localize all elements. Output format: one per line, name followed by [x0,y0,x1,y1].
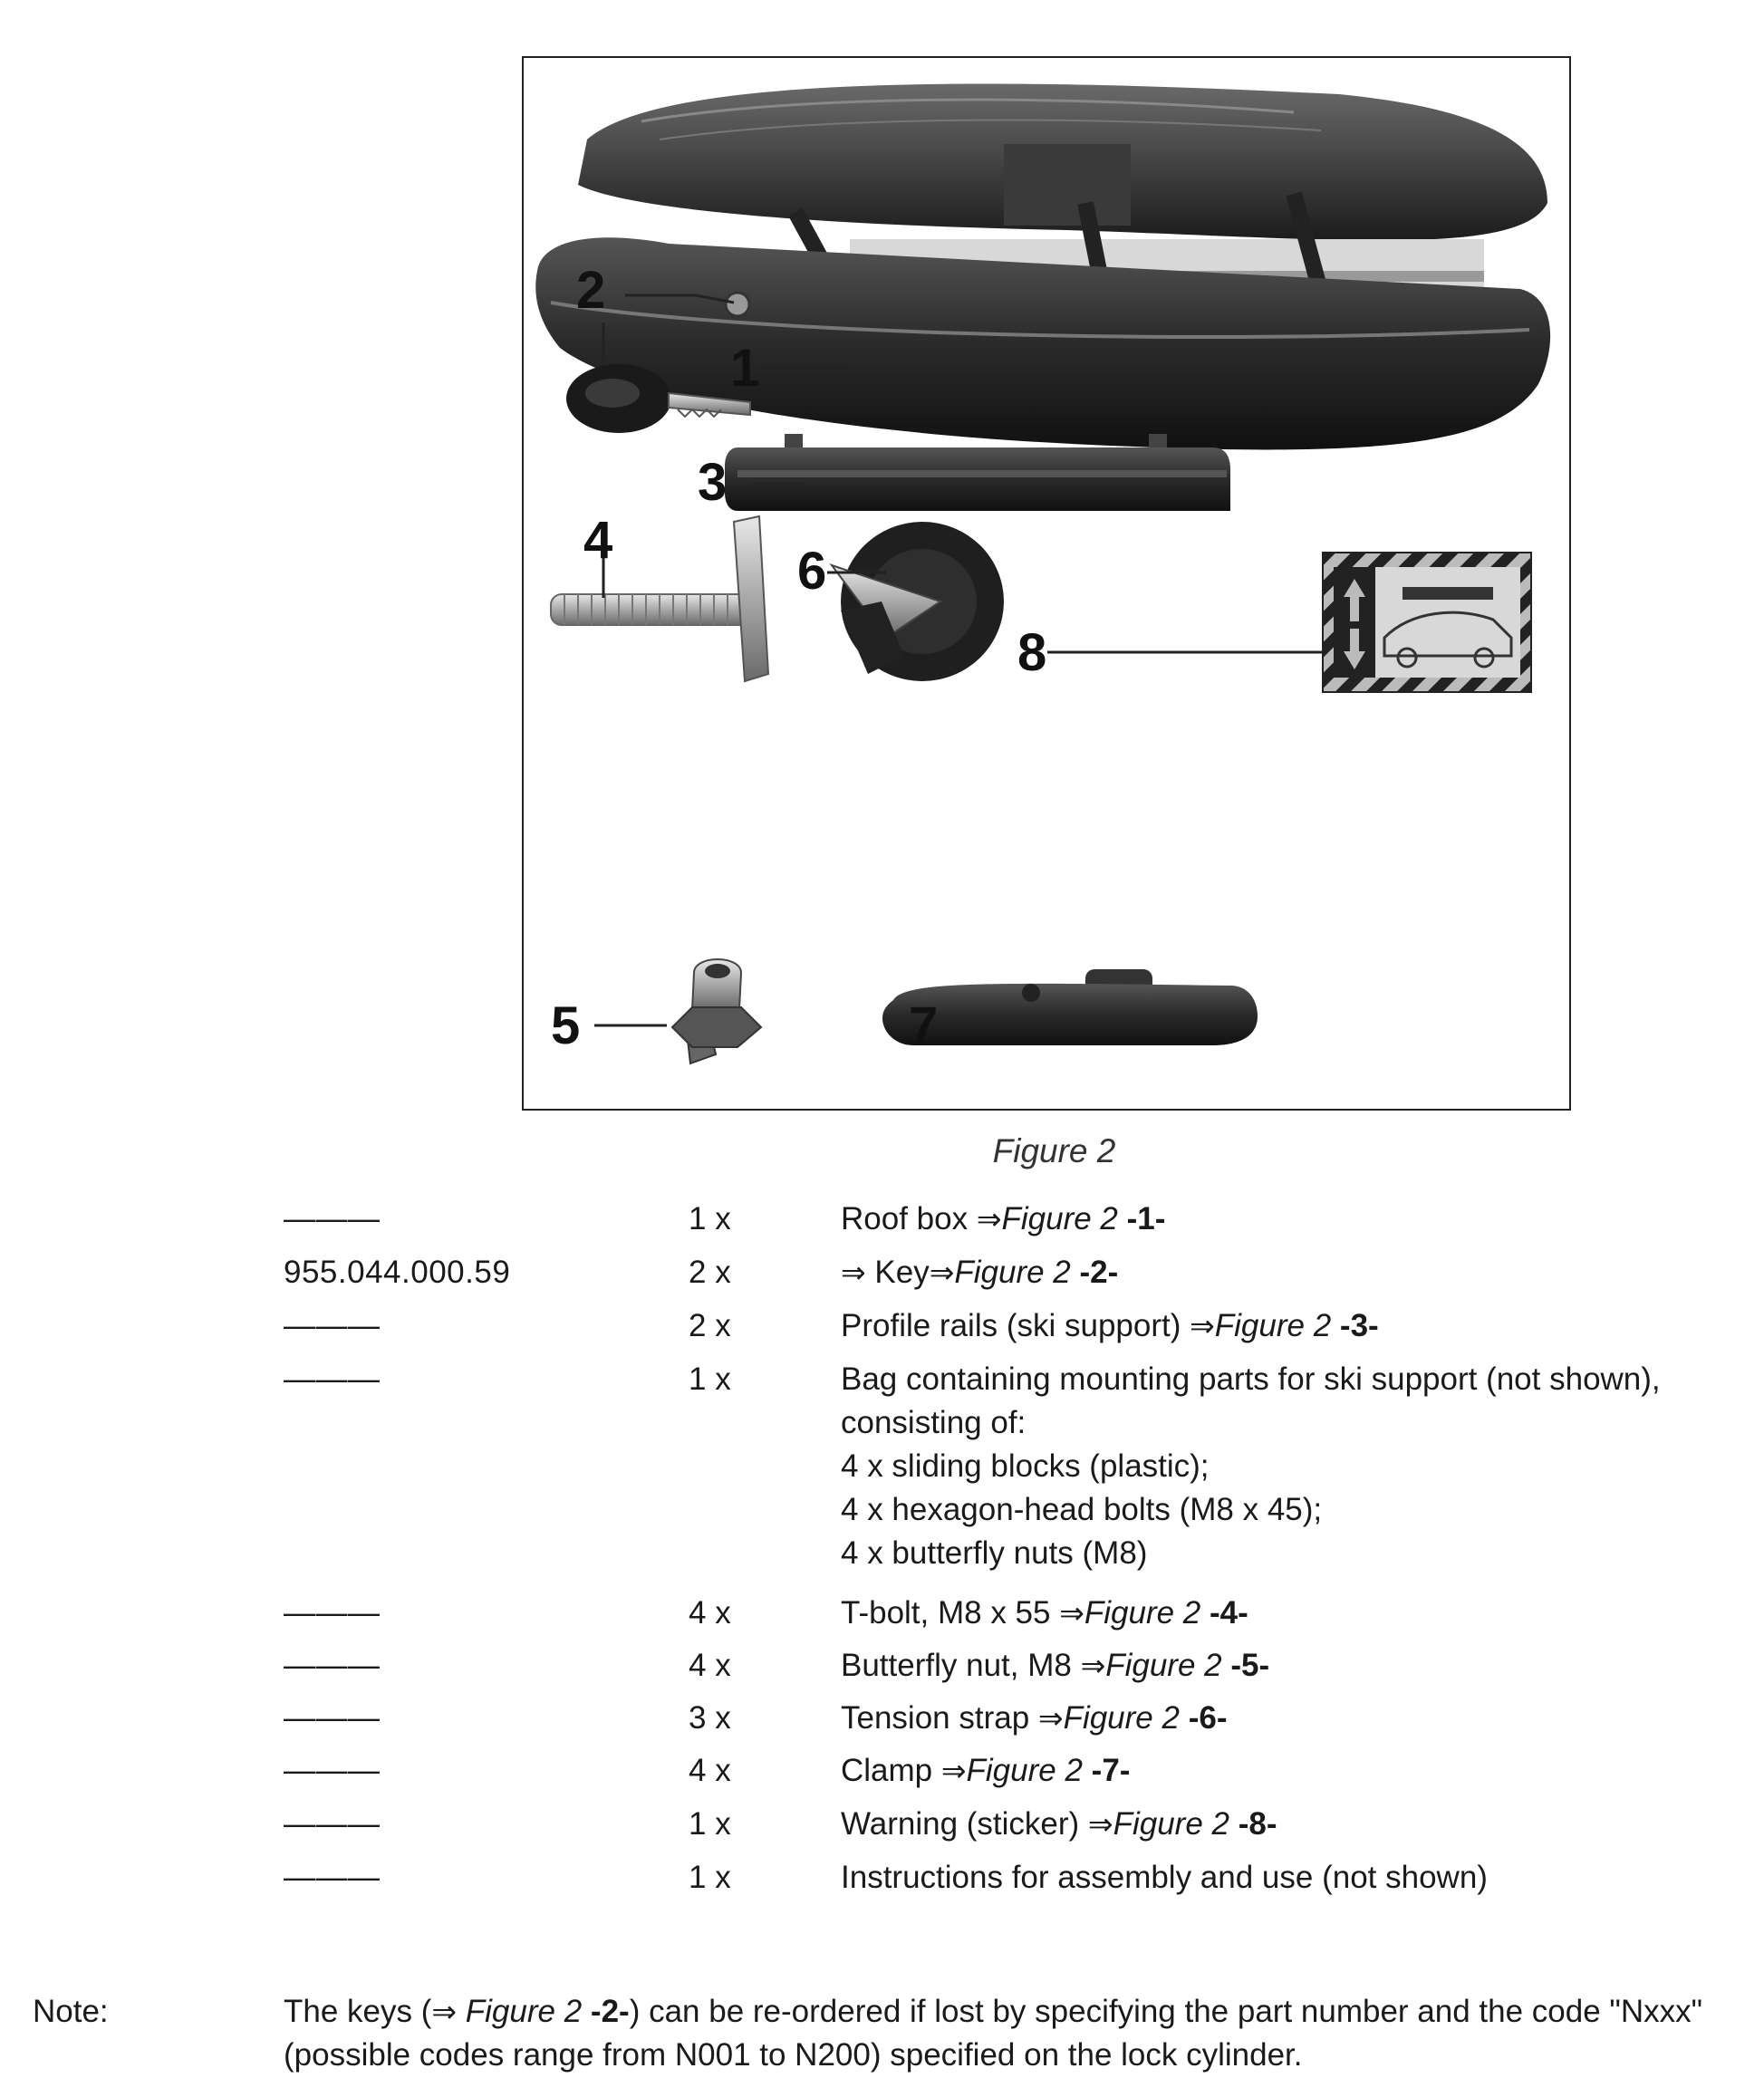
part-number: 955.044.000.59 [284,1255,511,1290]
quantity: 4 x [689,1648,731,1683]
note-text: The keys (⇒ Figure 2 -2-) can be re-orde… [284,1994,1703,2073]
figure-reference[interactable]: Figure 2 [1063,1700,1180,1736]
item-number: -5- [1230,1648,1270,1683]
part-description: Warning (sticker) ⇒Figure 2 -8- [841,1806,1277,1842]
callout-5: 5 [551,996,581,1055]
arrow-icon: ⇒ [1087,1807,1113,1841]
part-number: ——— [284,1753,381,1788]
part-number: ——— [284,1201,381,1236]
arrow-icon: ⇒ [976,1202,1002,1236]
quantity: 1 x [689,1361,731,1397]
callout-3: 3 [698,453,728,512]
arrow-icon: ⇒ [1190,1309,1215,1342]
figure-reference[interactable]: Figure 2 [1113,1806,1229,1842]
leader-lines [594,293,1323,1027]
arrow-icon: ⇒ [1059,1596,1084,1630]
item-number: -4- [1210,1595,1248,1631]
figure-reference[interactable]: Figure 2 [954,1255,1071,1290]
part-description: Profile rails (ski support) ⇒Figure 2 -3… [841,1308,1379,1343]
key [566,364,751,433]
warning-sticker [1322,552,1532,693]
part-number: ——— [284,1806,381,1842]
butterfly-nut [670,958,763,1065]
figure-2: 2 1 3 4 6 8 5 7 [522,56,1571,1111]
callout-1: 1 [730,339,760,398]
item-number: -2- [590,1994,630,2029]
roof-box-parts-illustration [535,83,1551,1065]
part-description: Instructions for assembly and use (not s… [841,1860,1488,1895]
arrow-icon: ⇒ [1037,1701,1064,1735]
arrow-icon: ⇒ [431,1995,458,2028]
part-description: T-bolt, M8 x 55 ⇒Figure 2 -4- [841,1595,1248,1631]
part-description: Roof box ⇒Figure 2 -1- [841,1201,1166,1236]
part-description: Tension strap ⇒Figure 2 -6- [841,1700,1228,1736]
quantity: 3 x [689,1700,731,1736]
part-number: ——— [284,1860,381,1895]
arrow-icon: ⇒ [940,1754,967,1787]
tension-strap [829,522,1004,681]
figure-reference[interactable]: Figure 2 [1001,1201,1118,1236]
item-number: -3- [1339,1308,1379,1343]
callout-7: 7 [909,996,939,1055]
part-number: ——— [284,1308,381,1343]
quantity: 1 x [689,1860,731,1895]
part-description: Bag containing mounting parts for ski su… [841,1361,1661,1571]
quantity: 1 x [689,1201,731,1236]
quantity: 2 x [689,1255,731,1290]
note-label: Note: [33,1994,109,2029]
clamp [882,969,1258,1045]
arrow-icon: ⇒ [929,1255,955,1289]
part-number: ——— [284,1595,381,1631]
t-bolt [550,515,770,683]
part-description: Clamp ⇒Figure 2 -7- [841,1753,1131,1788]
quantity: 4 x [689,1595,731,1631]
item-number: -8- [1238,1806,1277,1842]
profile-rail [725,434,1230,511]
figure-reference[interactable]: Figure 2 [1084,1595,1201,1631]
figure-reference[interactable]: Figure 2 [1214,1308,1332,1343]
part-number: ——— [284,1648,381,1683]
item-number: -6- [1188,1700,1228,1736]
figure-reference[interactable]: Figure 2 [465,1994,583,2029]
figure-reference[interactable]: Figure 2 [1105,1648,1222,1683]
roof-box [535,83,1551,450]
figure-reference[interactable]: Figure 2 [966,1753,1083,1788]
arrow-icon: ⇒ [1080,1649,1106,1682]
item-number: -2- [1079,1255,1119,1290]
part-description: ⇒ Key⇒Figure 2 -2- [841,1255,1119,1290]
quantity: 2 x [689,1308,731,1343]
quantity: 1 x [689,1806,731,1842]
callout-6: 6 [797,542,827,601]
figure-caption: Figure 2 [992,1132,1116,1169]
part-number: ——— [284,1361,381,1397]
part-description: Butterfly nut, M8 ⇒Figure 2 -5- [841,1648,1270,1683]
quantity: 4 x [689,1753,731,1788]
item-number: -1- [1126,1201,1166,1236]
arrow-icon: ⇒ [841,1255,866,1289]
callout-4: 4 [583,511,613,570]
part-number: ——— [284,1700,381,1736]
item-number: -7- [1091,1753,1131,1788]
callout-8: 8 [1017,623,1047,682]
callout-2: 2 [576,261,606,320]
